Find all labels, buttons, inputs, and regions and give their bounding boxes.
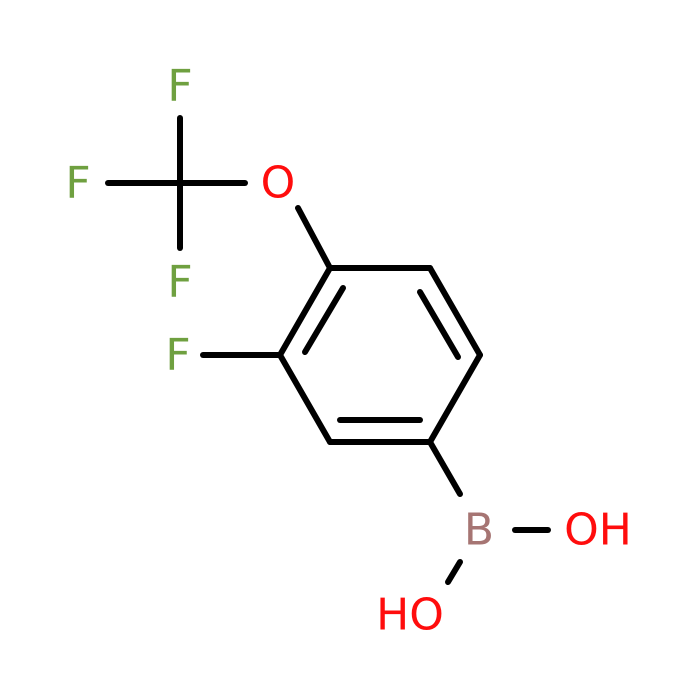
- atom-boron: B: [464, 505, 494, 556]
- atom-f-ring: F: [165, 330, 190, 381]
- bond-b-oh-bottom: [445, 559, 463, 585]
- bond-ring-5: [277, 352, 333, 445]
- bond-ring-6: [277, 265, 333, 358]
- atom-f-top: F: [167, 61, 192, 112]
- bond-ring-inner-right: [417, 289, 461, 360]
- atom-labels: F F F O F B OH HO: [65, 61, 632, 641]
- bond-ring-inner-left: [302, 285, 346, 355]
- bond-o-ring: [295, 205, 333, 271]
- bonds: [105, 115, 551, 585]
- atom-oh-bottom: HO: [376, 590, 444, 641]
- atom-o-ether: O: [261, 158, 296, 209]
- atom-oh-right: OH: [564, 505, 632, 556]
- atom-f-left: F: [65, 158, 90, 209]
- atom-f-bottom: F: [167, 257, 192, 308]
- bond-ring-b: [427, 439, 463, 497]
- bond-ring-2: [427, 265, 483, 358]
- bond-ring-3: [427, 352, 483, 445]
